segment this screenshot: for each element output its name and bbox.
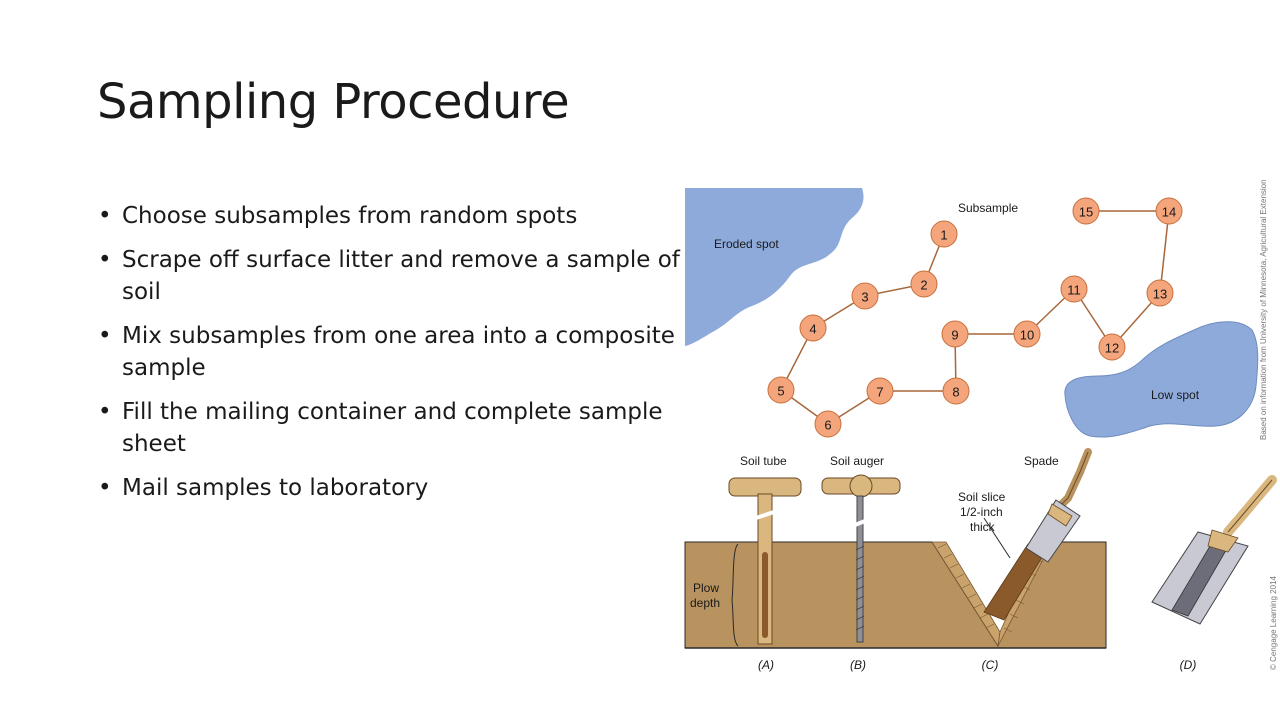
subsample-node-circle <box>767 376 795 404</box>
bullet-list: Choose subsamples from random spots Scra… <box>98 200 688 516</box>
subsample-node: 14 <box>1155 197 1183 225</box>
spade-label: Spade <box>1024 454 1059 468</box>
subsample-node-circle <box>910 270 938 298</box>
subsample-node-circle <box>851 282 879 310</box>
subsample-node: 10 <box>1013 320 1041 348</box>
subsample-node-number: 4 <box>809 322 816 337</box>
subsample-node-circle <box>1155 197 1183 225</box>
caption-b: (B) <box>850 658 866 672</box>
soil-tube-label: Soil tube <box>740 454 787 468</box>
copyright-credit: © Cengage Learning 2014 <box>1269 575 1278 670</box>
bullet-item: Mail samples to laboratory <box>98 472 688 504</box>
subsample-node-circle <box>1060 275 1088 303</box>
subsample-node-number: 15 <box>1079 205 1093 220</box>
caption-c: (C) <box>982 658 999 672</box>
subsample-node-number: 9 <box>951 328 958 343</box>
subsample-node: 13 <box>1146 279 1174 307</box>
subsample-node: 15 <box>1072 197 1100 225</box>
subsample-node-number: 14 <box>1162 205 1176 220</box>
subsample-node-circle <box>941 320 969 348</box>
subsample-node: 5 <box>767 376 795 404</box>
subsample-node-number: 10 <box>1020 328 1034 343</box>
subsample-node: 6 <box>814 410 842 438</box>
plow-depth-bracket <box>731 543 739 647</box>
soil-slice-label-3: thick <box>970 520 996 534</box>
spade <box>1025 448 1092 563</box>
bullet-item: Scrape off surface litter and remove a s… <box>98 244 688 308</box>
soil-auger <box>821 474 901 643</box>
subsample-node-circle <box>942 377 970 405</box>
plow-depth-label-2: depth <box>690 596 720 610</box>
subsample-node: 12 <box>1098 333 1126 361</box>
subsample-node-circle <box>930 220 958 248</box>
bullet-item: Choose subsamples from random spots <box>98 200 688 232</box>
subsample-node: 3 <box>851 282 879 310</box>
bullet-item: Fill the mailing container and complete … <box>98 396 688 460</box>
subsample-node-number: 6 <box>824 418 831 433</box>
low-spot-shape <box>1064 321 1259 438</box>
eroded-spot-shape <box>685 188 864 346</box>
low-spot-label: Low spot <box>1151 388 1200 402</box>
subsample-node-circle <box>1072 197 1100 225</box>
subsample-node-number: 3 <box>861 290 868 305</box>
subsample-node: 7 <box>866 377 894 405</box>
eroded-spot-label: Eroded spot <box>714 237 779 251</box>
subsample-node-number: 13 <box>1153 287 1167 302</box>
plow-depth-label-1: Plow <box>693 581 719 595</box>
subsample-node-number: 1 <box>940 228 947 243</box>
subsample-node-circle <box>866 377 894 405</box>
soil-slice-leader <box>983 517 1011 559</box>
bullet-item: Mix subsamples from one area into a comp… <box>98 320 688 384</box>
subsample-node-circle <box>799 314 827 342</box>
caption-d: (D) <box>1180 658 1197 672</box>
subsample-node-circle <box>1098 333 1126 361</box>
subsample-node-number: 12 <box>1105 341 1119 356</box>
subsample-node: 1 <box>930 220 958 248</box>
subsample-node: 8 <box>942 377 970 405</box>
subsample-node: 11 <box>1060 275 1088 303</box>
soil-auger-label: Soil auger <box>830 454 884 468</box>
caption-a: (A) <box>758 658 774 672</box>
soil-tube <box>728 477 802 645</box>
soil-slice-label-1: Soil slice <box>958 490 1006 504</box>
subsample-node: 4 <box>799 314 827 342</box>
subsample-node-number: 8 <box>952 385 959 400</box>
source-credit: Based on information from University of … <box>1259 180 1268 440</box>
subsample-connector <box>1159 210 1170 294</box>
subsample-node-number: 5 <box>777 384 784 399</box>
subsample-node-circle <box>1013 320 1041 348</box>
subsample-node-number: 11 <box>1067 283 1081 298</box>
subsample-node-circle <box>1146 279 1174 307</box>
subsample-node-number: 7 <box>876 385 883 400</box>
subsample-label: Subsample <box>958 201 1018 215</box>
soil-slice-label-2: 1/2-inch <box>960 505 1003 519</box>
slide-title: Sampling Procedure <box>97 74 570 130</box>
subsample-node: 9 <box>941 320 969 348</box>
subsample-node: 2 <box>910 270 938 298</box>
subsample-node-circle <box>814 410 842 438</box>
spade-detail <box>1151 475 1277 625</box>
subsample-node-number: 2 <box>920 278 927 293</box>
